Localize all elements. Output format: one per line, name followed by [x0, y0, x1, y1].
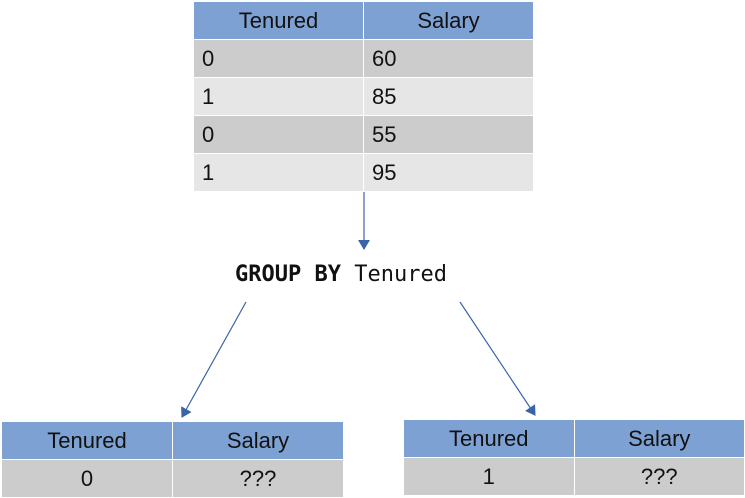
group-by-label: GROUP BY Tenured: [235, 262, 447, 287]
table-row: 1 ???: [403, 457, 745, 496]
group-by-keyword: GROUP BY: [235, 262, 341, 287]
arrow-to-right-group: [459, 301, 536, 416]
column-header-salary: Salary: [363, 1, 534, 40]
header-row: Tenured Salary: [403, 419, 745, 458]
group-table-tenured-1: Tenured Salary 1 ???: [403, 419, 745, 496]
cell-tenured: 1: [193, 153, 364, 192]
column-header-tenured: Tenured: [1, 421, 173, 460]
header-row: Tenured Salary: [193, 1, 534, 40]
column-header-salary: Salary: [573, 419, 745, 458]
table-row: 0 55: [193, 115, 534, 154]
cell-tenured: 0: [193, 115, 364, 154]
cell-salary: 85: [363, 77, 534, 116]
table-row: 1 85: [193, 77, 534, 116]
cell-salary-unknown: ???: [172, 459, 344, 498]
column-header-tenured: Tenured: [193, 1, 364, 40]
cell-tenured: 1: [403, 457, 575, 496]
column-header-salary: Salary: [172, 421, 344, 460]
header-row: Tenured Salary: [1, 421, 344, 460]
group-table-tenured-0: Tenured Salary 0 ???: [1, 421, 344, 498]
column-header-tenured: Tenured: [403, 419, 575, 458]
cell-tenured: 0: [1, 459, 173, 498]
source-table: Tenured Salary 0 60 1 85 0 55 1 95: [193, 1, 534, 192]
table-row: 0 ???: [1, 459, 344, 498]
table-row: 1 95: [193, 153, 534, 192]
arrow-to-left-group: [181, 301, 247, 418]
cell-tenured: 1: [193, 77, 364, 116]
cell-salary-unknown: ???: [573, 457, 745, 496]
cell-salary: 95: [363, 153, 534, 192]
cell-salary: 60: [363, 39, 534, 78]
group-by-column: Tenured: [354, 262, 447, 287]
cell-salary: 55: [363, 115, 534, 154]
